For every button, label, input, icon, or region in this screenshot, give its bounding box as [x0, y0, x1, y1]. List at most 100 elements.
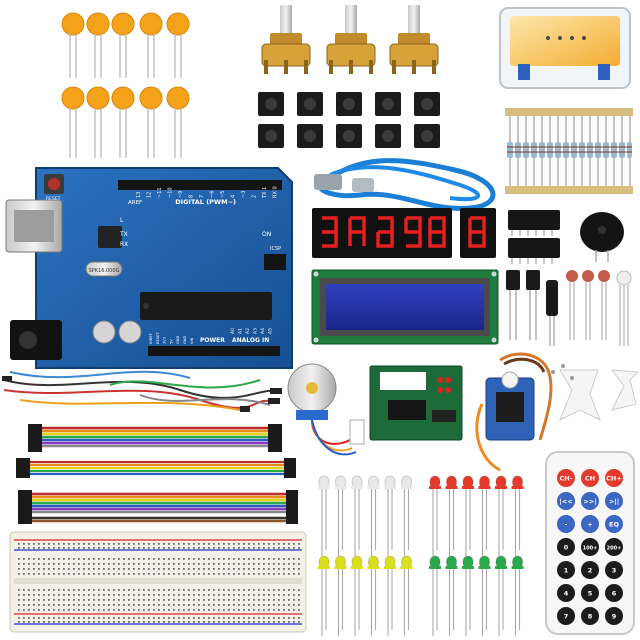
remote-button	[581, 561, 599, 579]
remote-button-label: +	[587, 520, 592, 528]
remote-button	[581, 469, 599, 487]
analog-pin-label: A1	[238, 328, 244, 334]
analog-pin-label: A4	[260, 328, 266, 334]
pin-number-label: ~5	[220, 191, 226, 198]
remote-button-label: EQ	[609, 520, 619, 528]
aref-label: AREF	[128, 200, 142, 206]
analog-pin-label: A3	[253, 328, 259, 334]
tactile-push-buttons	[258, 92, 440, 148]
power-label: POWER	[200, 337, 225, 344]
remote-button	[557, 469, 575, 487]
remote-button	[557, 584, 575, 602]
potentiometers	[261, 5, 439, 74]
remote-button	[557, 492, 575, 510]
power-pin-label: IOREF	[149, 333, 153, 344]
remote-button	[581, 492, 599, 510]
pin-number-label: 4	[231, 195, 237, 198]
on-label: ON	[262, 231, 271, 238]
power-pin-label: GND	[176, 336, 180, 344]
remote-button-label: 8	[588, 612, 593, 620]
power-pin-label: 5V	[169, 339, 173, 344]
ceramic-capacitors	[61, 12, 190, 158]
usb-cable	[314, 158, 496, 211]
remote-button-label: CH+	[606, 474, 622, 482]
tx-label: TX	[119, 231, 128, 238]
analog-pin-label: A2	[245, 328, 251, 334]
pin-number-labels: 13 12 ~11 ~10 ~9 8 7 ~6 ~5 4 ~3 2 TX 1 RX 0	[136, 186, 279, 199]
remote-button	[557, 538, 575, 556]
ic-chips	[508, 210, 560, 264]
remote-button	[605, 607, 623, 625]
pin-number-label: ~9	[178, 191, 184, 198]
remote-button-label: 1	[564, 566, 569, 574]
remote-button-label: 6	[612, 589, 617, 597]
remote-button-label: 0	[564, 543, 569, 551]
remote-button	[605, 469, 623, 487]
jumper-wires	[2, 370, 282, 412]
remote-button-label: -	[565, 520, 568, 528]
pin-number-label: 13	[136, 192, 142, 198]
seven-segment-displays	[312, 208, 496, 258]
resistor-strip	[505, 108, 633, 194]
l-label: L	[120, 217, 124, 224]
servo-motor	[475, 352, 553, 472]
remote-button-label: 7	[564, 612, 569, 620]
sensors	[506, 270, 632, 346]
remote-button	[581, 515, 599, 533]
remote-button-label: 2	[588, 566, 593, 574]
atmega-chip	[140, 292, 272, 320]
remote-button-label: >>|	[583, 497, 596, 506]
arduino-uno-board: SPK16.000G DIGITAL (PWM~) AREF TX RX ON …	[5, 167, 293, 369]
remote-button-label: 200+	[607, 545, 622, 551]
remote-button	[581, 584, 599, 602]
ribbon-jumper-cable-2	[16, 458, 296, 478]
remote-button	[581, 538, 599, 556]
power-pin-label: RESET	[156, 332, 160, 344]
remote-button	[605, 584, 623, 602]
remote-button-label: CH-	[560, 474, 573, 482]
rx-label: RX	[120, 241, 128, 248]
pin-number-label: 2	[252, 195, 258, 198]
stepper-motor	[287, 363, 365, 456]
power-pin-label: VIN	[190, 337, 194, 344]
pin-number-label: RX 0	[273, 186, 279, 198]
pin-number-label: 12	[147, 192, 153, 198]
remote-button-label: >||	[609, 497, 619, 506]
remote-button-label: 3	[612, 566, 617, 574]
digital-header-label: DIGITAL (PWM~)	[175, 198, 236, 206]
power-pin-label: 3V3	[163, 337, 167, 344]
remote-button	[581, 607, 599, 625]
pin-number-label: 8	[189, 195, 195, 198]
icsp-label: ICSP	[270, 246, 281, 252]
pin-number-label: TX 1	[262, 187, 268, 199]
remote-button	[605, 515, 623, 533]
icsp-header	[264, 254, 286, 270]
breadboard	[9, 531, 307, 633]
remote-button	[557, 561, 575, 579]
pin-number-label: ~11	[157, 187, 163, 198]
component-storage-box	[499, 7, 631, 89]
remote-button	[605, 538, 623, 556]
pin-number-label: ~10	[168, 187, 174, 198]
stepper-driver-board	[369, 365, 463, 441]
remote-button	[605, 492, 623, 510]
power-pin-label: GND	[183, 336, 187, 344]
led-assortment	[318, 475, 524, 636]
remote-button-label: CH	[585, 474, 595, 482]
analog-label: ANALOG IN	[232, 337, 269, 344]
buzzer	[580, 212, 624, 262]
pin-number-label: 7	[199, 195, 205, 198]
pin-number-label: ~6	[210, 191, 216, 198]
pin-number-label: ~3	[241, 191, 247, 198]
remote-button-label: 5	[588, 589, 593, 597]
power-analog-header	[148, 346, 280, 356]
remote-button	[605, 561, 623, 579]
remote-button-label: 9	[612, 612, 617, 620]
remote-button	[557, 607, 575, 625]
crystal-label: SPK16.000G	[89, 268, 120, 274]
reset-label: RESET	[46, 196, 61, 202]
